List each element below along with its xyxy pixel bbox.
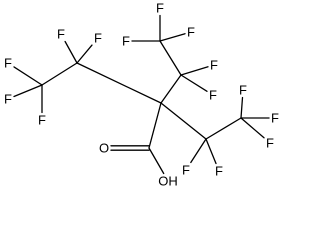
atom-label-f6: F <box>210 58 218 73</box>
atom-label-f11: F <box>215 164 223 179</box>
bond-c_center-c_l1 <box>76 62 162 104</box>
atom-label-f13: F <box>239 83 247 98</box>
atom-label-f1: F <box>57 27 65 42</box>
atom-label-f12: F <box>182 163 190 178</box>
atom-label-f5: F <box>38 113 46 128</box>
atom-label-f15: F <box>266 136 274 151</box>
bond-c_t1-f6 <box>180 66 209 76</box>
bond-c_l1-f2 <box>76 44 93 64</box>
bond-c_l2-f3 <box>13 66 43 86</box>
bond-c_l2-f4 <box>13 84 43 98</box>
atom-label-o_carbonyl: O <box>99 141 109 156</box>
bond-c_acid-o_hydroxyl <box>148 147 165 175</box>
bond-c_center-c_t1 <box>160 74 182 104</box>
bond-c_r1-f11 <box>205 138 217 165</box>
atom-label-f14: F <box>271 111 279 126</box>
atom-label-f7: F <box>209 88 217 103</box>
bond-c_r2-f15 <box>240 117 265 139</box>
bond-layer <box>13 14 270 175</box>
atom-label-f10: F <box>187 25 195 40</box>
bond-c_t1-c_t2 <box>159 40 182 76</box>
bond-c_r2-f13 <box>240 96 244 119</box>
bond-c_t2-f10 <box>159 33 186 42</box>
atom-label-f4: F <box>4 92 12 107</box>
atom-label-f9: F <box>122 34 130 49</box>
bond-c_r1-c_r2 <box>205 117 242 140</box>
bond-c_center-c_acid <box>148 102 162 149</box>
atom-label-f3: F <box>4 56 12 71</box>
atom-label-o_hydroxyl: OH <box>158 174 178 189</box>
bond-c_center-c_r1 <box>160 102 207 140</box>
bond-c_l1-f1 <box>64 40 78 64</box>
bond-c_t1-f7 <box>180 74 208 92</box>
bond-c_r1-f12 <box>190 138 207 164</box>
atom-label-f2: F <box>94 31 102 46</box>
bond-c_l1-c_l2 <box>41 62 78 86</box>
atom-label-f8: F <box>156 1 164 16</box>
